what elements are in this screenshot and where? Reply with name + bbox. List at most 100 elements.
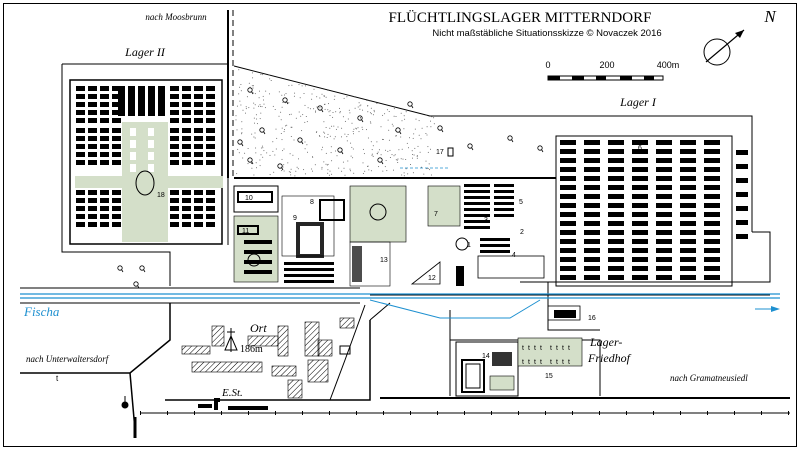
meadow-dot [309,108,311,110]
meadow-dot [242,157,244,159]
barrack-block [194,86,203,91]
meadow-dot [352,148,354,150]
barrack-block [194,110,203,115]
meadow-dot [397,158,399,160]
meadow-dot [278,115,280,117]
meadow-dot [258,97,260,99]
barrack-block [100,94,109,99]
meadow-dot [259,105,261,107]
barrack-block [656,212,672,217]
meadow-dot [428,115,430,117]
meadow-dot [403,115,405,117]
barrack-block [680,203,696,208]
barrack-block [494,184,514,187]
meadow-dot [377,151,379,153]
meadow-dot [362,128,364,130]
road-network [20,10,790,438]
barrack-block [112,118,121,123]
barrack-block [158,86,165,116]
barrack-block [206,160,215,165]
grave-mark: t [540,359,542,366]
barrack-block [704,221,720,226]
meadow-dot [347,118,349,120]
meadow-dot [427,146,429,148]
meadow-dot [241,121,243,123]
barrack-block [464,214,490,217]
meadow-dot [241,133,243,135]
meadow-dot [245,108,247,110]
meadow-dot [325,96,327,98]
meadow-dot [290,126,292,128]
barrack-block [494,190,514,193]
meadow-dot [288,85,290,87]
barrack-block [560,140,576,145]
barrack-block [194,102,203,107]
meadow-dot [325,127,327,128]
meadow-dots [235,69,435,177]
meadow-dot [260,73,262,75]
meadow-dot [297,168,299,170]
barrack-block [112,86,121,91]
barrack-block [584,140,600,145]
barrack-block [656,158,672,163]
meadow-dot [321,149,323,151]
meadow-dot [372,155,374,157]
meadow-dot [244,152,246,154]
barrack-block [656,248,672,253]
barrack-block [194,136,203,141]
barrack-block [100,206,109,211]
meadow-dot [346,140,348,142]
meadow-dot [331,160,333,162]
tree-symbols [117,87,544,289]
meadow-dot [370,122,372,124]
barrack-block [148,164,154,172]
barrack-block [206,86,215,91]
meadow-dot [260,154,262,156]
compass-icon [703,29,745,66]
building-number-18: 18 [157,192,165,199]
grave-mark: t [556,345,558,352]
barrack-block [632,203,648,208]
meadow-dot [355,127,357,129]
meadow-dot [342,161,344,163]
meadow-dot [332,116,334,118]
barrack-block [206,118,215,123]
meadow-dot [405,168,407,170]
meadow-dot [304,121,306,123]
meadow-dot [260,147,262,149]
meadow-dot [360,104,362,106]
barrack-block [680,221,696,226]
barrack-block [76,110,85,115]
meadow-dot [321,166,323,168]
barrack-block [182,118,191,123]
meadow-dot [283,148,285,150]
barrack-block [736,206,748,211]
meadow-dot [269,154,271,156]
meadow-dot [378,149,380,151]
meadow-dot [261,106,263,108]
meadow-dot [285,125,287,127]
meadow-dot [343,167,345,169]
meadow-dot [251,133,253,135]
barrack-block [656,239,672,244]
barrack-block [112,214,121,219]
meadow-dot [433,117,435,119]
meadow-dot [322,146,323,148]
grave-mark: t [568,359,570,366]
barrack-block [680,176,696,181]
meadow-dot [301,130,303,132]
meadow-dot [274,154,276,156]
meadow-dot [252,77,254,79]
meadow-dot [269,174,271,176]
barrack-block [584,221,600,226]
barrack-block [704,203,720,208]
meadow-dot [241,128,243,130]
barrack-block [100,190,109,195]
meadow-dot [272,141,274,143]
barrack-block [170,152,179,157]
meadow-dot [371,149,373,151]
meadow-dot [274,109,276,110]
building-number-4: 4 [512,252,516,259]
barrack-block [182,152,191,157]
barrack-block [608,248,624,253]
